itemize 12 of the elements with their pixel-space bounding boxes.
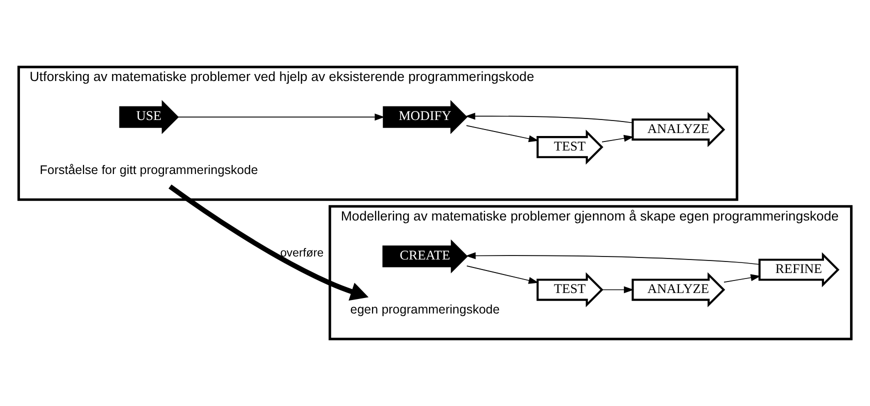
- arrow: [465, 112, 633, 124]
- arrow: [466, 252, 760, 265]
- node-text: egen programmeringskode: [350, 302, 500, 317]
- arrow: [466, 125, 539, 142]
- arrow: [602, 286, 634, 294]
- node-text: Forståelse for gitt programmeringskode: [40, 163, 258, 178]
- arrow: [602, 134, 634, 142]
- arrow: [466, 266, 539, 284]
- edge-label: overføre: [280, 246, 324, 260]
- arrow: [168, 184, 369, 301]
- arrow: [724, 274, 761, 283]
- arrow: [177, 114, 385, 121]
